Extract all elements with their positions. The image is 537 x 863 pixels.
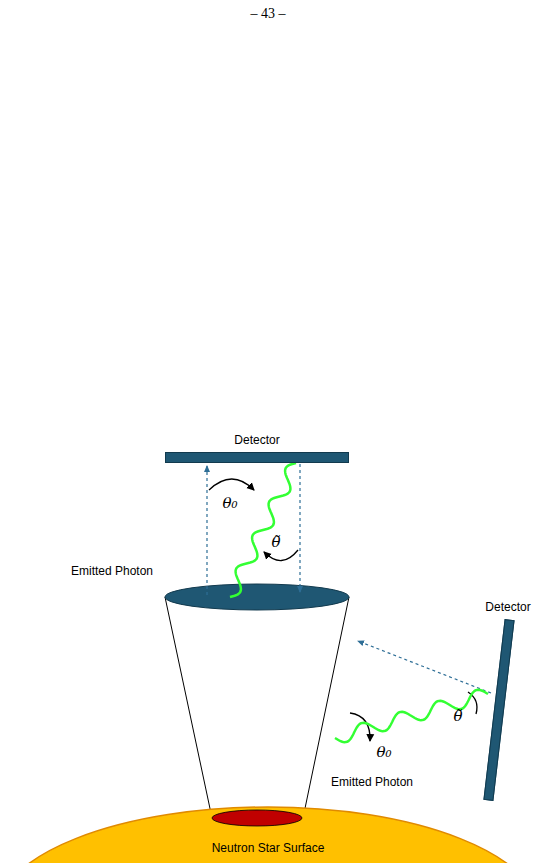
node-label: Detector: [485, 600, 530, 614]
normal-arrow: [206, 466, 207, 595]
normal-arrow: [299, 464, 300, 592]
node-label: Detector: [234, 433, 279, 447]
neutron-star-surface: Neutron Star Surface: [0, 805, 537, 863]
detector: Detector: [494, 619, 504, 801]
angle-label: θ̃: [271, 533, 280, 551]
node-label: Neutron Star Surface: [212, 841, 325, 855]
photon-wave: [335, 690, 488, 742]
cone-top: [165, 584, 349, 610]
photon-wave: [230, 463, 296, 597]
cone: [165, 597, 349, 818]
normal-arrow: [358, 641, 491, 693]
photon-label: Emitted Photon: [71, 564, 153, 578]
detector-bar: [483, 619, 514, 801]
detector: Detector: [165, 452, 349, 463]
detector-bar: [165, 452, 349, 463]
photon-label: Emitted Photon: [331, 775, 413, 789]
angle-arc: [264, 550, 298, 561]
angle-arc: [209, 479, 254, 490]
angle-label: θ̃: [453, 707, 462, 725]
angle-label: θ₀: [376, 743, 391, 761]
angle-label: θ₀: [222, 494, 237, 512]
page-number: – 43 –: [251, 6, 286, 22]
